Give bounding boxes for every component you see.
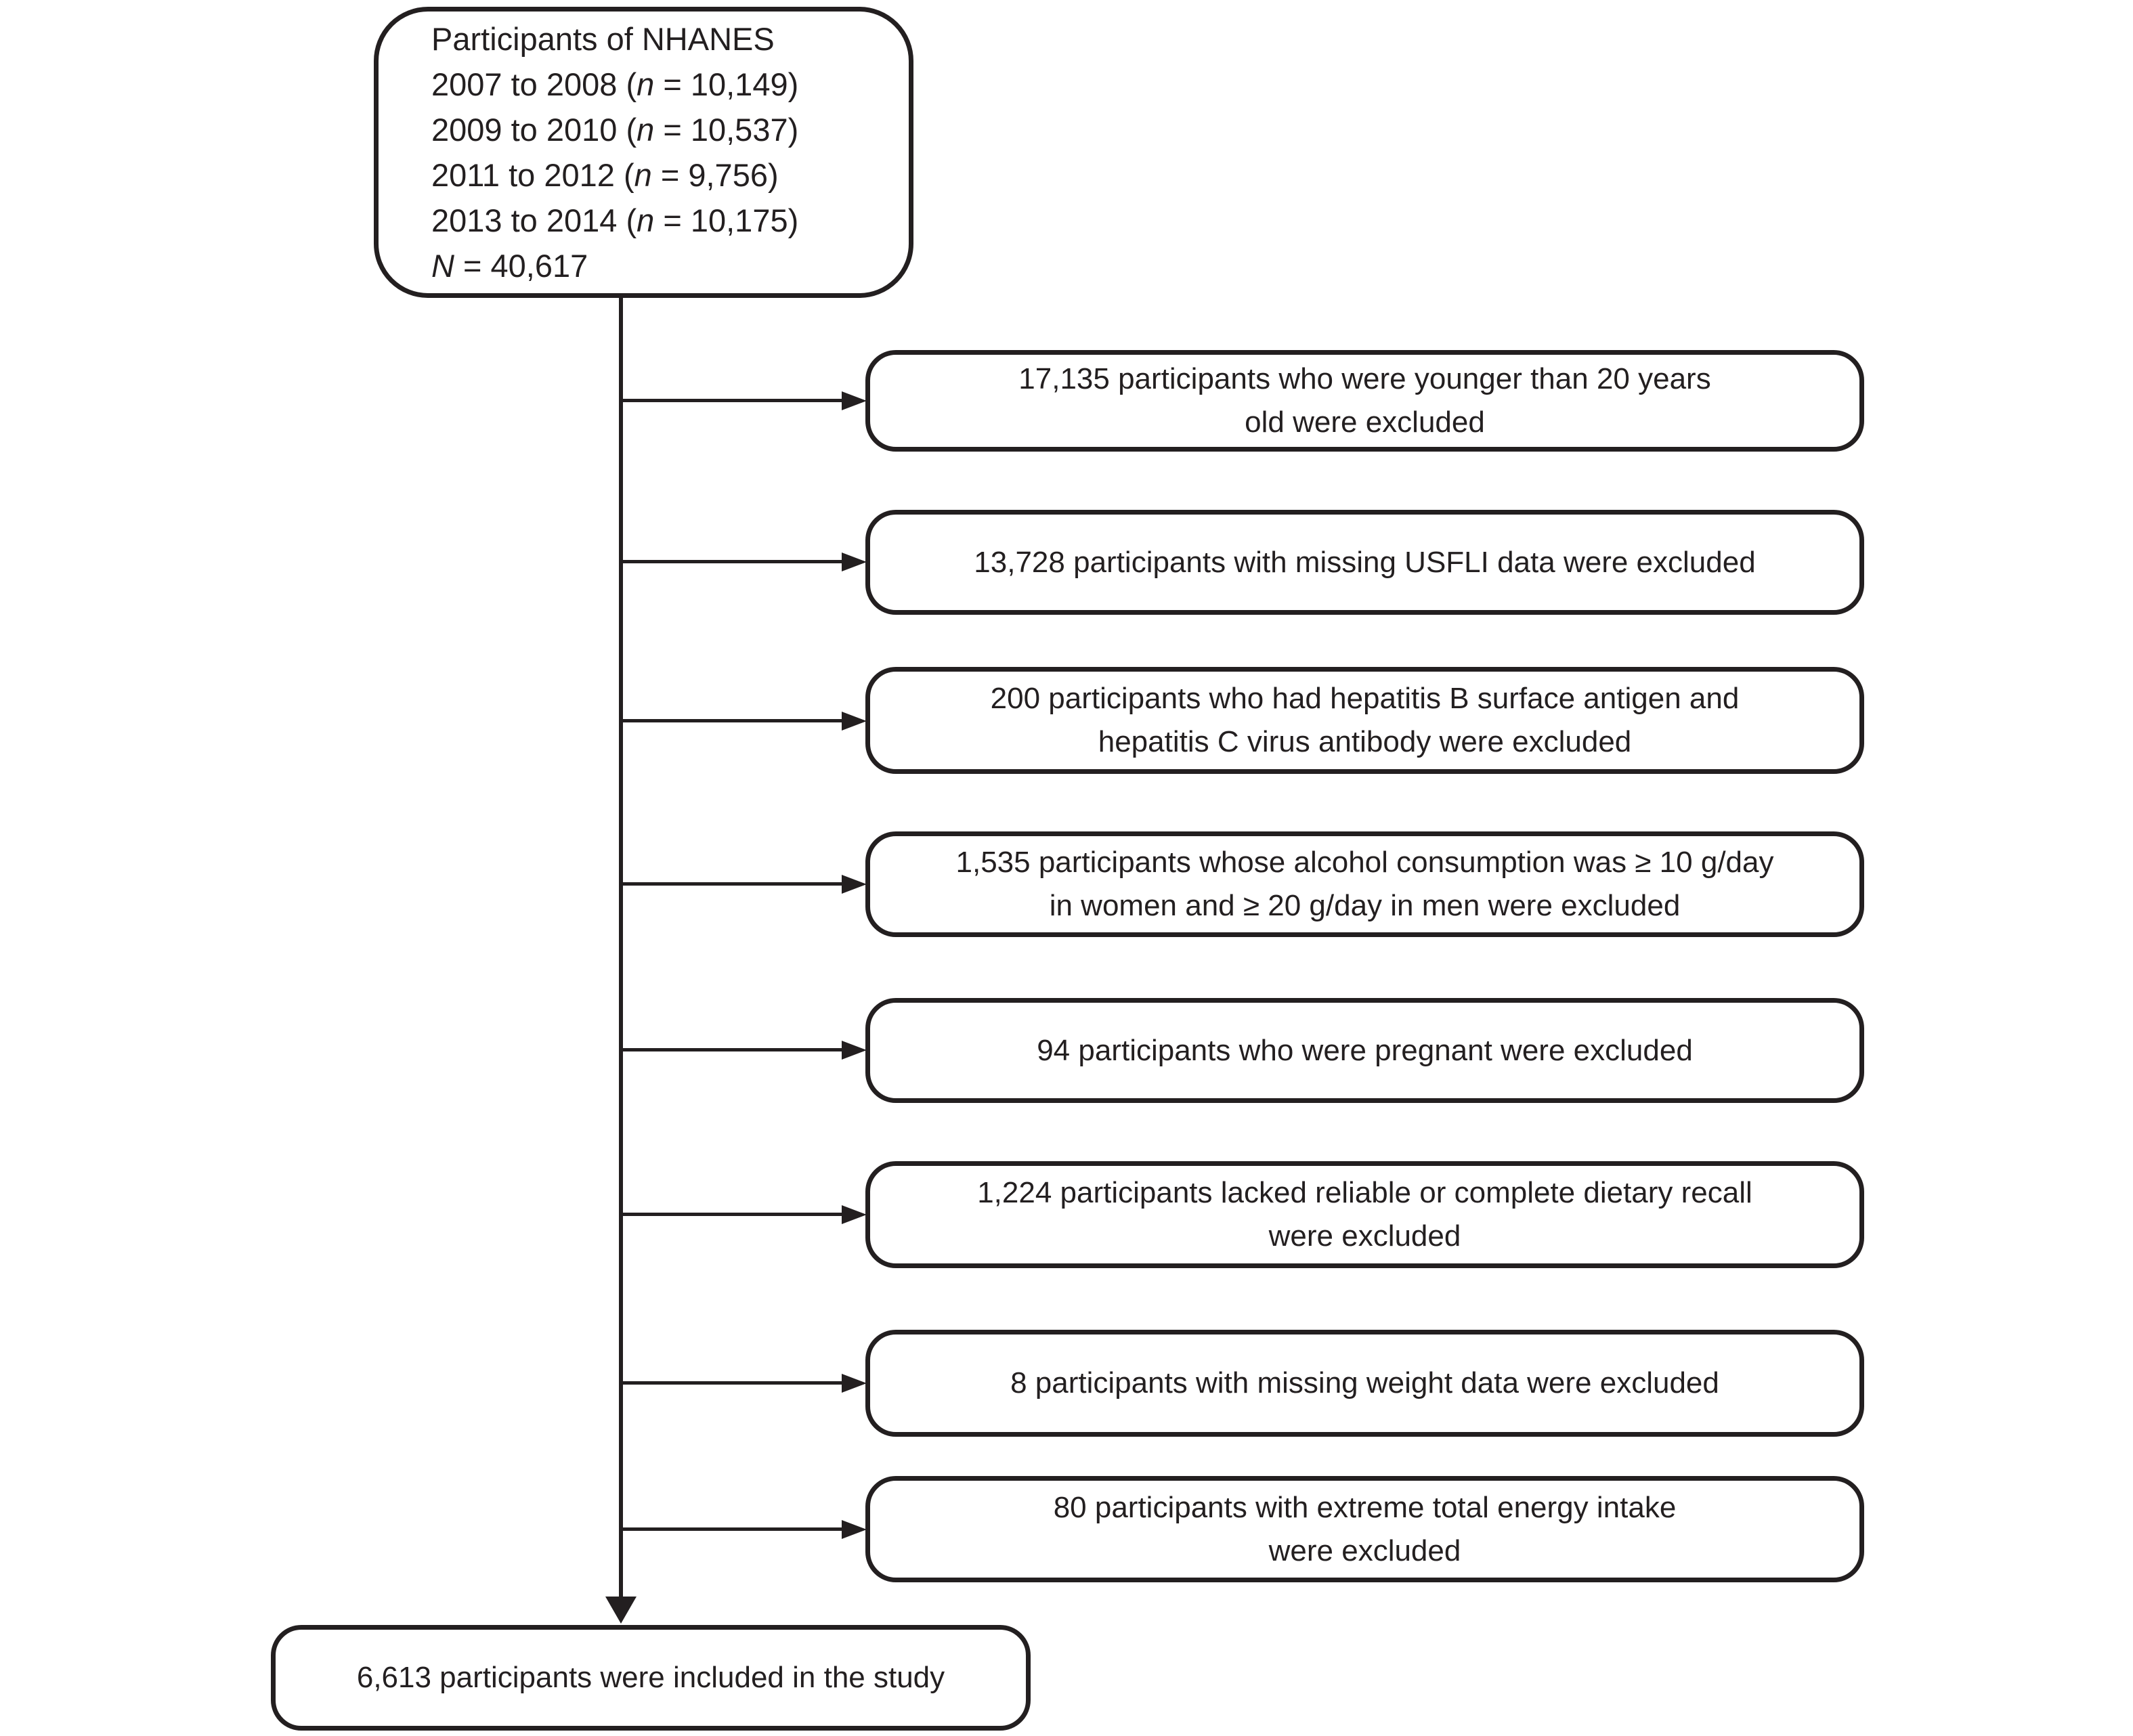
text-line: 94 participants who were pregnant were e… [1037, 1033, 1693, 1067]
exclusion-arrow-8 [621, 1527, 842, 1531]
exclusion-arrow-2 [621, 560, 842, 563]
exclusion-arrow-4 [621, 882, 842, 886]
text-line: 17,135 participants who were younger tha… [1018, 362, 1711, 395]
text-line: were excluded [1268, 1534, 1461, 1567]
exclusion-box-7: 8 participants with missing weight data … [865, 1330, 1864, 1437]
text-line: 6,613 participants were included in the … [356, 1661, 945, 1694]
exclusion-arrow-7 [621, 1381, 842, 1385]
text-line: N = 40,617 [431, 248, 588, 284]
text-line: old were excluded [1245, 406, 1485, 439]
text-line: 1,224 participants lacked reliable or co… [977, 1176, 1752, 1209]
text-line: 8 participants with missing weight data … [1010, 1366, 1719, 1399]
exclusion-box-5: 94 participants who were pregnant were e… [865, 998, 1864, 1103]
text-line: 2011 to 2012 (n = 9,756) [431, 157, 779, 193]
exclusion-box-3: 200 participants who had hepatitis B sur… [865, 667, 1864, 774]
text-line: 2013 to 2014 (n = 10,175) [431, 202, 799, 238]
exclusion-arrow-6 [621, 1213, 842, 1216]
source-box: Participants of NHANES 2007 to 2008 (n = … [374, 7, 913, 298]
exclusion-arrow-3 [621, 719, 842, 722]
text-line: hepatitis C virus antibody were excluded [1098, 725, 1632, 758]
exclusion-box-4: 1,535 participants whose alcohol consump… [865, 831, 1864, 937]
text-line: were excluded [1268, 1219, 1461, 1253]
exclusion-box-2: 13,728 participants with missing USFLI d… [865, 510, 1864, 615]
text-line: 80 participants with extreme total energ… [1053, 1490, 1677, 1524]
text-line: 1,535 participants whose alcohol consump… [955, 846, 1774, 879]
exclusion-box-6: 1,224 participants lacked reliable or co… [865, 1161, 1864, 1268]
down-arrowhead-icon [605, 1597, 637, 1624]
exclusion-box-8: 80 participants with extreme total energ… [865, 1476, 1864, 1582]
text-line: 2007 to 2008 (n = 10,149) [431, 66, 799, 102]
text-line: Participants of NHANES [431, 21, 775, 57]
final-box: 6,613 participants were included in the … [271, 1625, 1031, 1731]
exclusion-arrow-5 [621, 1048, 842, 1051]
exclusion-box-1: 17,135 participants who were younger tha… [865, 350, 1864, 452]
exclusion-arrow-1 [621, 399, 842, 402]
text-line: in women and ≥ 20 g/day in men were excl… [1049, 889, 1681, 922]
vertical-connector-line [619, 298, 623, 1598]
text-line: 2009 to 2010 (n = 10,537) [431, 112, 799, 148]
text-line: 13,728 participants with missing USFLI d… [974, 545, 1756, 579]
text-line: 200 participants who had hepatitis B sur… [990, 682, 1740, 715]
